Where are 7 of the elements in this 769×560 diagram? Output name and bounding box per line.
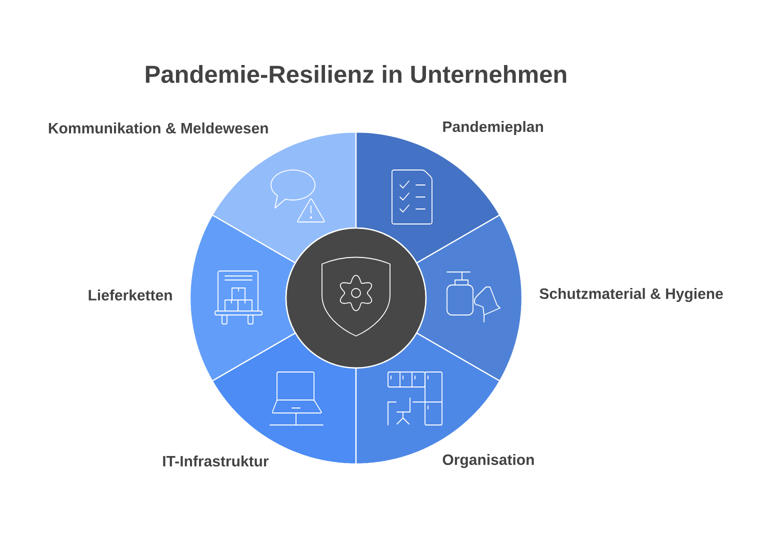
segment-label: Pandemieplan — [443, 121, 543, 135]
segment-label: Lieferketten — [88, 290, 172, 300]
segment-label: Schutzmaterial & Hygiene — [540, 288, 723, 302]
segment-label: IT-Infrastruktur — [163, 456, 269, 466]
segment-label: Organisation — [442, 454, 534, 468]
segment-label: Kommunikation & Meldewesen — [48, 122, 268, 134]
title: Pandemie-Resilienz in Unternehmen — [146, 65, 566, 83]
